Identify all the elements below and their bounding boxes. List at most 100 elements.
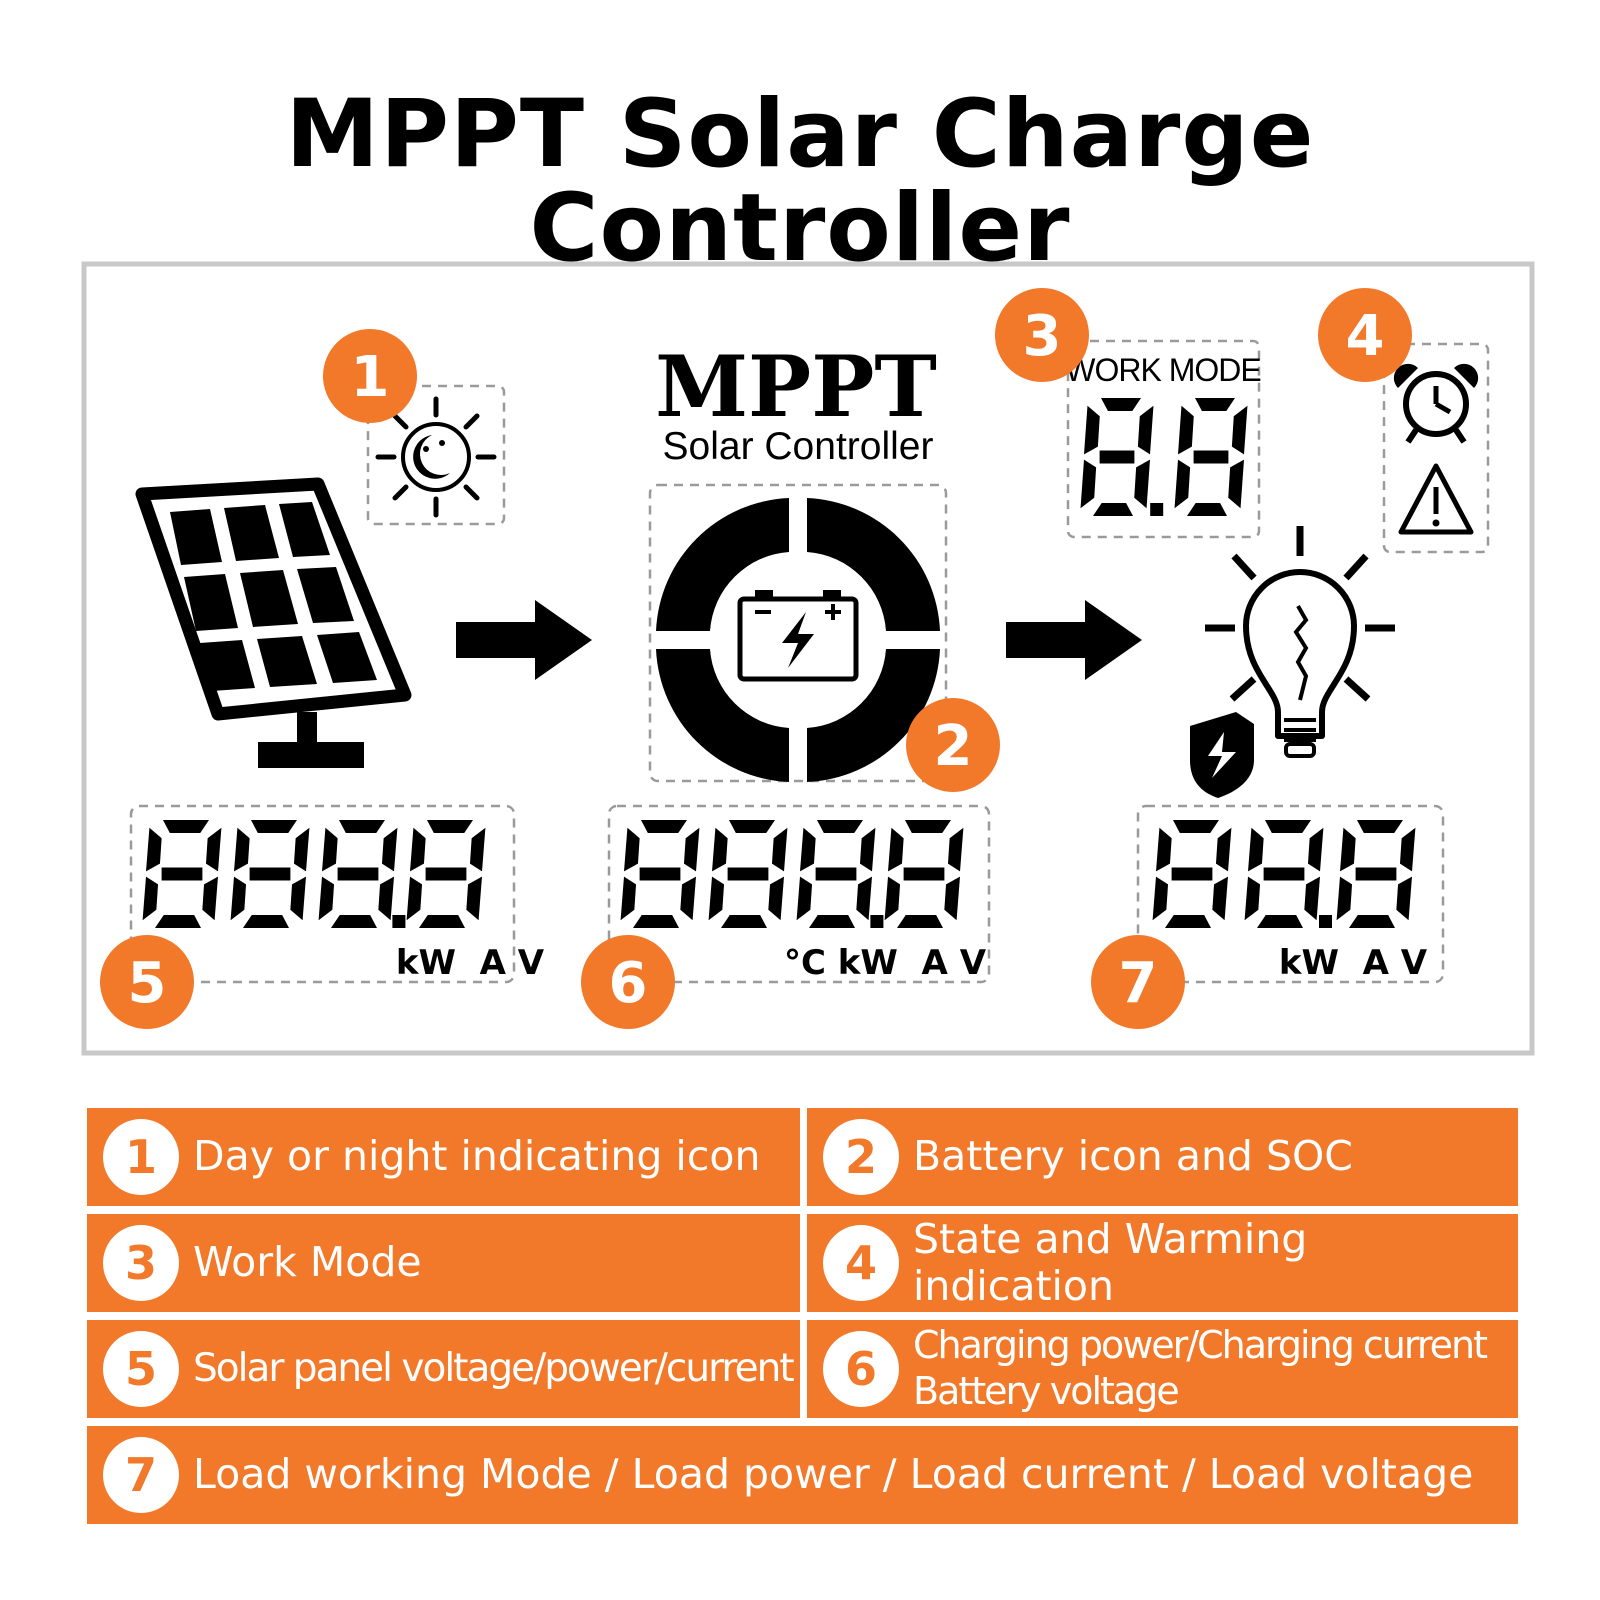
digit-segment [230, 876, 247, 921]
digit-segment [469, 827, 486, 872]
legend-text: Solar panel voltage/power/current [193, 1345, 795, 1391]
digit-segment [337, 867, 379, 881]
digit-segment [155, 915, 201, 928]
work-mode-digits [1080, 398, 1248, 516]
digit-segment [1355, 867, 1397, 881]
digit-segment [378, 876, 394, 921]
svg-text:7: 7 [1119, 951, 1158, 1016]
brand-subtitle: Solar Controller [663, 425, 934, 468]
digit-segment [1152, 876, 1169, 921]
badge-5: 5 [100, 935, 194, 1029]
digit-segment [466, 876, 482, 921]
digit-segment [1263, 867, 1305, 881]
work-mode-label: WORK MODE [1065, 352, 1260, 388]
digit-segment [903, 867, 945, 881]
digit-segment [249, 867, 291, 881]
warning-icon [1398, 463, 1474, 535]
legend-text-line: Battery voltage [913, 1369, 1180, 1413]
digit-segment [339, 820, 385, 833]
legend-text: State and Warming indication [913, 1214, 1308, 1310]
legend-number: 1 [103, 1119, 179, 1195]
digit-segment [331, 915, 377, 928]
digit-segment [1173, 820, 1219, 833]
digit-segment [419, 915, 465, 928]
digit-segment [427, 820, 473, 833]
digit-segment [318, 876, 335, 921]
battery-readout-units: °C kW A V [784, 943, 987, 983]
legend-text-line: Charging power/Charging current [913, 1323, 1488, 1368]
digit-segment [406, 876, 423, 921]
digit-segment [680, 876, 696, 921]
digit-segment [1084, 405, 1100, 455]
digit-segment [947, 827, 964, 872]
digit-segment [796, 876, 813, 921]
legend-number: 2 [823, 1119, 899, 1195]
legend-number: 5 [103, 1331, 179, 1407]
battery-readout-digits [620, 820, 964, 928]
digit-segment [721, 915, 767, 928]
digit-segment [205, 827, 222, 872]
svg-text:5: 5 [128, 951, 167, 1016]
arrow-right-icon [456, 600, 592, 680]
badge-3: 3 [995, 288, 1089, 382]
badge-7: 7 [1091, 935, 1185, 1029]
digit-segment [1349, 915, 1395, 928]
digit-segment [1399, 827, 1416, 872]
digit-segment [1187, 503, 1227, 516]
badge-6: 6 [581, 935, 675, 1029]
digit-segment [1165, 915, 1211, 928]
digit-segment [1178, 405, 1194, 455]
battery-icon [737, 590, 859, 682]
legend-text: Battery icon and SOC [913, 1132, 1353, 1181]
digit-segment [251, 820, 297, 833]
load-readout-units: kW A V [1279, 943, 1428, 983]
digit-segment [243, 915, 289, 928]
legend-text: Day or night indicating icon [193, 1132, 761, 1181]
digit-segment [708, 876, 725, 921]
day-night-box [366, 384, 506, 526]
digit-segment [856, 876, 872, 921]
digit-segment [620, 876, 637, 921]
digit-segment [768, 876, 784, 921]
digit-segment [1212, 876, 1228, 921]
light-bulb-icon [1205, 526, 1395, 758]
digit-segment [1193, 450, 1229, 464]
arrow-right-icon [1006, 600, 1142, 680]
digit-segment [1248, 827, 1264, 872]
legend-item-4: 4 State and Warming indication [807, 1214, 1518, 1312]
digit-segment [1336, 876, 1353, 921]
digit-segment [381, 827, 398, 872]
digit-segment [809, 915, 855, 928]
legend-number: 3 [103, 1225, 179, 1301]
digit-segment [410, 827, 426, 872]
svg-text:1: 1 [351, 345, 390, 410]
digit-segment [322, 827, 338, 872]
svg-text:6: 6 [609, 951, 648, 1016]
digit-segment [859, 827, 876, 872]
digit-segment [1156, 827, 1172, 872]
legend-item-1: 1 Day or night indicating icon [87, 1108, 800, 1206]
digit-segment [1357, 820, 1403, 833]
alarm-clock-icon [1393, 363, 1479, 444]
badge-4: 4 [1318, 288, 1412, 382]
legend-item-6: 6 Charging power/Charging current Batter… [807, 1320, 1518, 1418]
digit-segment [641, 820, 687, 833]
digit-segment [1080, 459, 1097, 509]
digit-segment [1171, 867, 1213, 881]
digit-segment [293, 827, 310, 872]
digit-segment [639, 867, 681, 881]
digit-segment [683, 827, 700, 872]
state-warning-box [1382, 342, 1490, 554]
digit-segment [897, 915, 943, 928]
digit-segment [1099, 450, 1135, 464]
digit-segment [712, 827, 728, 872]
svg-text:4: 4 [1346, 304, 1385, 369]
digit-segment [944, 876, 960, 921]
work-mode-box [1066, 339, 1261, 539]
decimal-point [1150, 503, 1164, 516]
legend-item-3: 3 Work Mode [87, 1214, 800, 1312]
digit-segment [1304, 876, 1320, 921]
digit-segment [1228, 459, 1244, 509]
digit-segment [1101, 398, 1141, 411]
